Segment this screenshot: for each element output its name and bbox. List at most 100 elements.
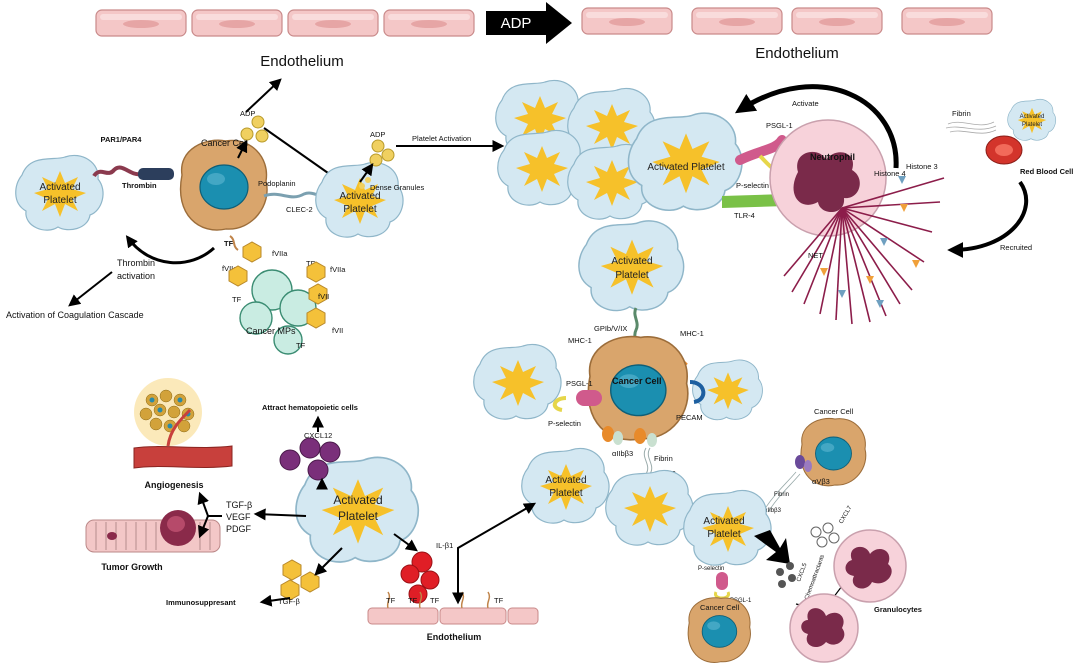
red-blood-cell-label: Red Blood Cell [1020,167,1073,176]
tf-e2: TF [408,596,418,605]
pdgf-label: PDGF [226,524,252,534]
pecam-receptor [689,380,706,404]
aiib-br-label: αIIbβ3 [764,508,782,514]
histone4-label: Histone 4 [874,169,906,178]
arrow-platelet-il1b [393,533,418,552]
il1b-label: IL-β1 [436,541,453,550]
tlr4-label: TLR-4 [734,211,755,220]
tumor-growth-graphic [85,510,221,553]
angiogenesis-graphic [133,378,233,469]
svg-text:Platelet: Platelet [338,509,379,523]
svg-text:Activated: Activated [333,493,382,507]
thrombin-label: Thrombin [122,181,157,190]
arrow-angiogenesis [197,491,222,517]
activate-arrow [734,84,899,169]
immunosuppresant-label: Immunosuppresant [166,598,236,607]
tgfb-hexagons [280,559,320,601]
activated-platelet-left: Activated Platelet [15,154,104,231]
pselectin-mid-label: P-selectin [548,419,581,428]
dense-granule [359,183,365,189]
fibrin-br-label: Fibrin [774,492,789,498]
endothelium-top-left [95,9,475,37]
tf-strand [229,235,239,251]
neutrophil-label: Neutrophil [810,152,855,162]
fibrin-mid-strands [643,447,653,475]
cancer-cell-left [179,139,268,231]
cancer-cell-br [800,417,867,487]
cxcl5-dots [776,562,796,588]
arrow-cell-adp [236,139,248,159]
endothelium-bottom [367,591,539,625]
svg-text:Platelet: Platelet [549,488,583,499]
il1b-dots [400,551,440,604]
svg-text:Activated: Activated [339,191,380,202]
pselectin-top-label: P-selectin [736,181,769,190]
psgl1-br [714,591,730,600]
platelet-label-neutro: Activated Platelet [647,162,724,173]
psgl1-mid-label: PSGL-1 [566,379,593,388]
svg-text:Platelet: Platelet [615,270,649,281]
fviia-hexagon [228,265,248,287]
fibrin-strands-top [945,121,997,134]
avb3-br-label: αVβ3 [812,477,830,486]
angiogenesis-label: Angiogenesis [144,480,203,490]
svg-text:Platelet: Platelet [707,529,741,540]
arrow-platelet-factors [253,508,307,521]
recruited-arrow [947,180,1028,258]
activated-platelet-below-center [605,469,694,546]
svg-text:Platelet: Platelet [1022,122,1042,128]
endothelium-label-right: Endothelium [755,45,838,62]
net-fibers [783,177,945,325]
platelet-label-2: Platelet [43,195,77,206]
adp-label-left: ADP [240,109,255,118]
fviia-top-label: fVIIa [272,249,288,258]
endothelium-bottom-label: Endothelium [427,632,482,642]
adp-dots-left [240,115,269,143]
psgl1-mid [576,390,602,406]
thrombin-molecule [138,168,174,180]
mhc1-left-label: MHC-1 [568,336,592,345]
big-arrow-chemo [754,530,790,564]
tgfb-small-label: TGF-β [278,597,300,606]
podoplanin-label: Podoplanin [258,179,296,188]
tf-e4: TF [494,596,504,605]
tumor-growth-label: Tumor Growth [101,562,162,572]
arrow-platelet-tgfb [314,547,343,576]
tf4-label: TF [296,341,306,350]
arrow-coag-cascade [68,271,113,307]
svg-text:Activated: Activated [1020,114,1045,120]
tf-label-1: TF [224,239,234,248]
adp-dots-mid [369,139,395,167]
activated-platelet-br [683,489,772,566]
mhc1-right-label: MHC-1 [680,329,704,338]
svg-text:Platelet: Platelet [343,204,377,215]
arrow-adp-dense-granules [263,127,340,182]
fvii-a-label: fVII [318,292,329,301]
platelet-label-1: Activated [39,182,80,193]
granulocyte-bottom [789,593,859,663]
psgl1-br-label: PSGL-1 [730,598,752,604]
cxcl7-dots [810,522,840,548]
neutrophil [769,119,887,237]
tf2-label: TF [306,259,316,268]
thrombin-activation-line2: activation [117,271,155,281]
vegf-label: VEGF [226,512,251,522]
granulocyte-top [833,529,907,603]
cancer-cell-center [587,335,689,441]
cancer-cell-center-label: Cancer Cell [612,376,662,386]
svg-text:Activated: Activated [611,256,652,267]
arrow-tumor-growth [197,515,210,539]
adp-label-mid: ADP [370,130,385,139]
histone3-label: Histone 3 [906,162,938,171]
clec2-label: CLEC-2 [286,205,313,214]
arrow-immunosuppressant [259,594,291,607]
recruited-label: Recruited [1000,243,1032,252]
thrombin-activation-line1: Thrombin [117,258,155,268]
aiib-mid-label: αIIbβ3 [612,449,633,458]
aiib-mid [602,426,657,447]
fviia-hexagon [242,241,262,263]
svg-text:Activated: Activated [545,475,586,486]
fibrin-top-label: Fibrin [952,109,971,118]
fviia-hexagon [306,261,326,283]
